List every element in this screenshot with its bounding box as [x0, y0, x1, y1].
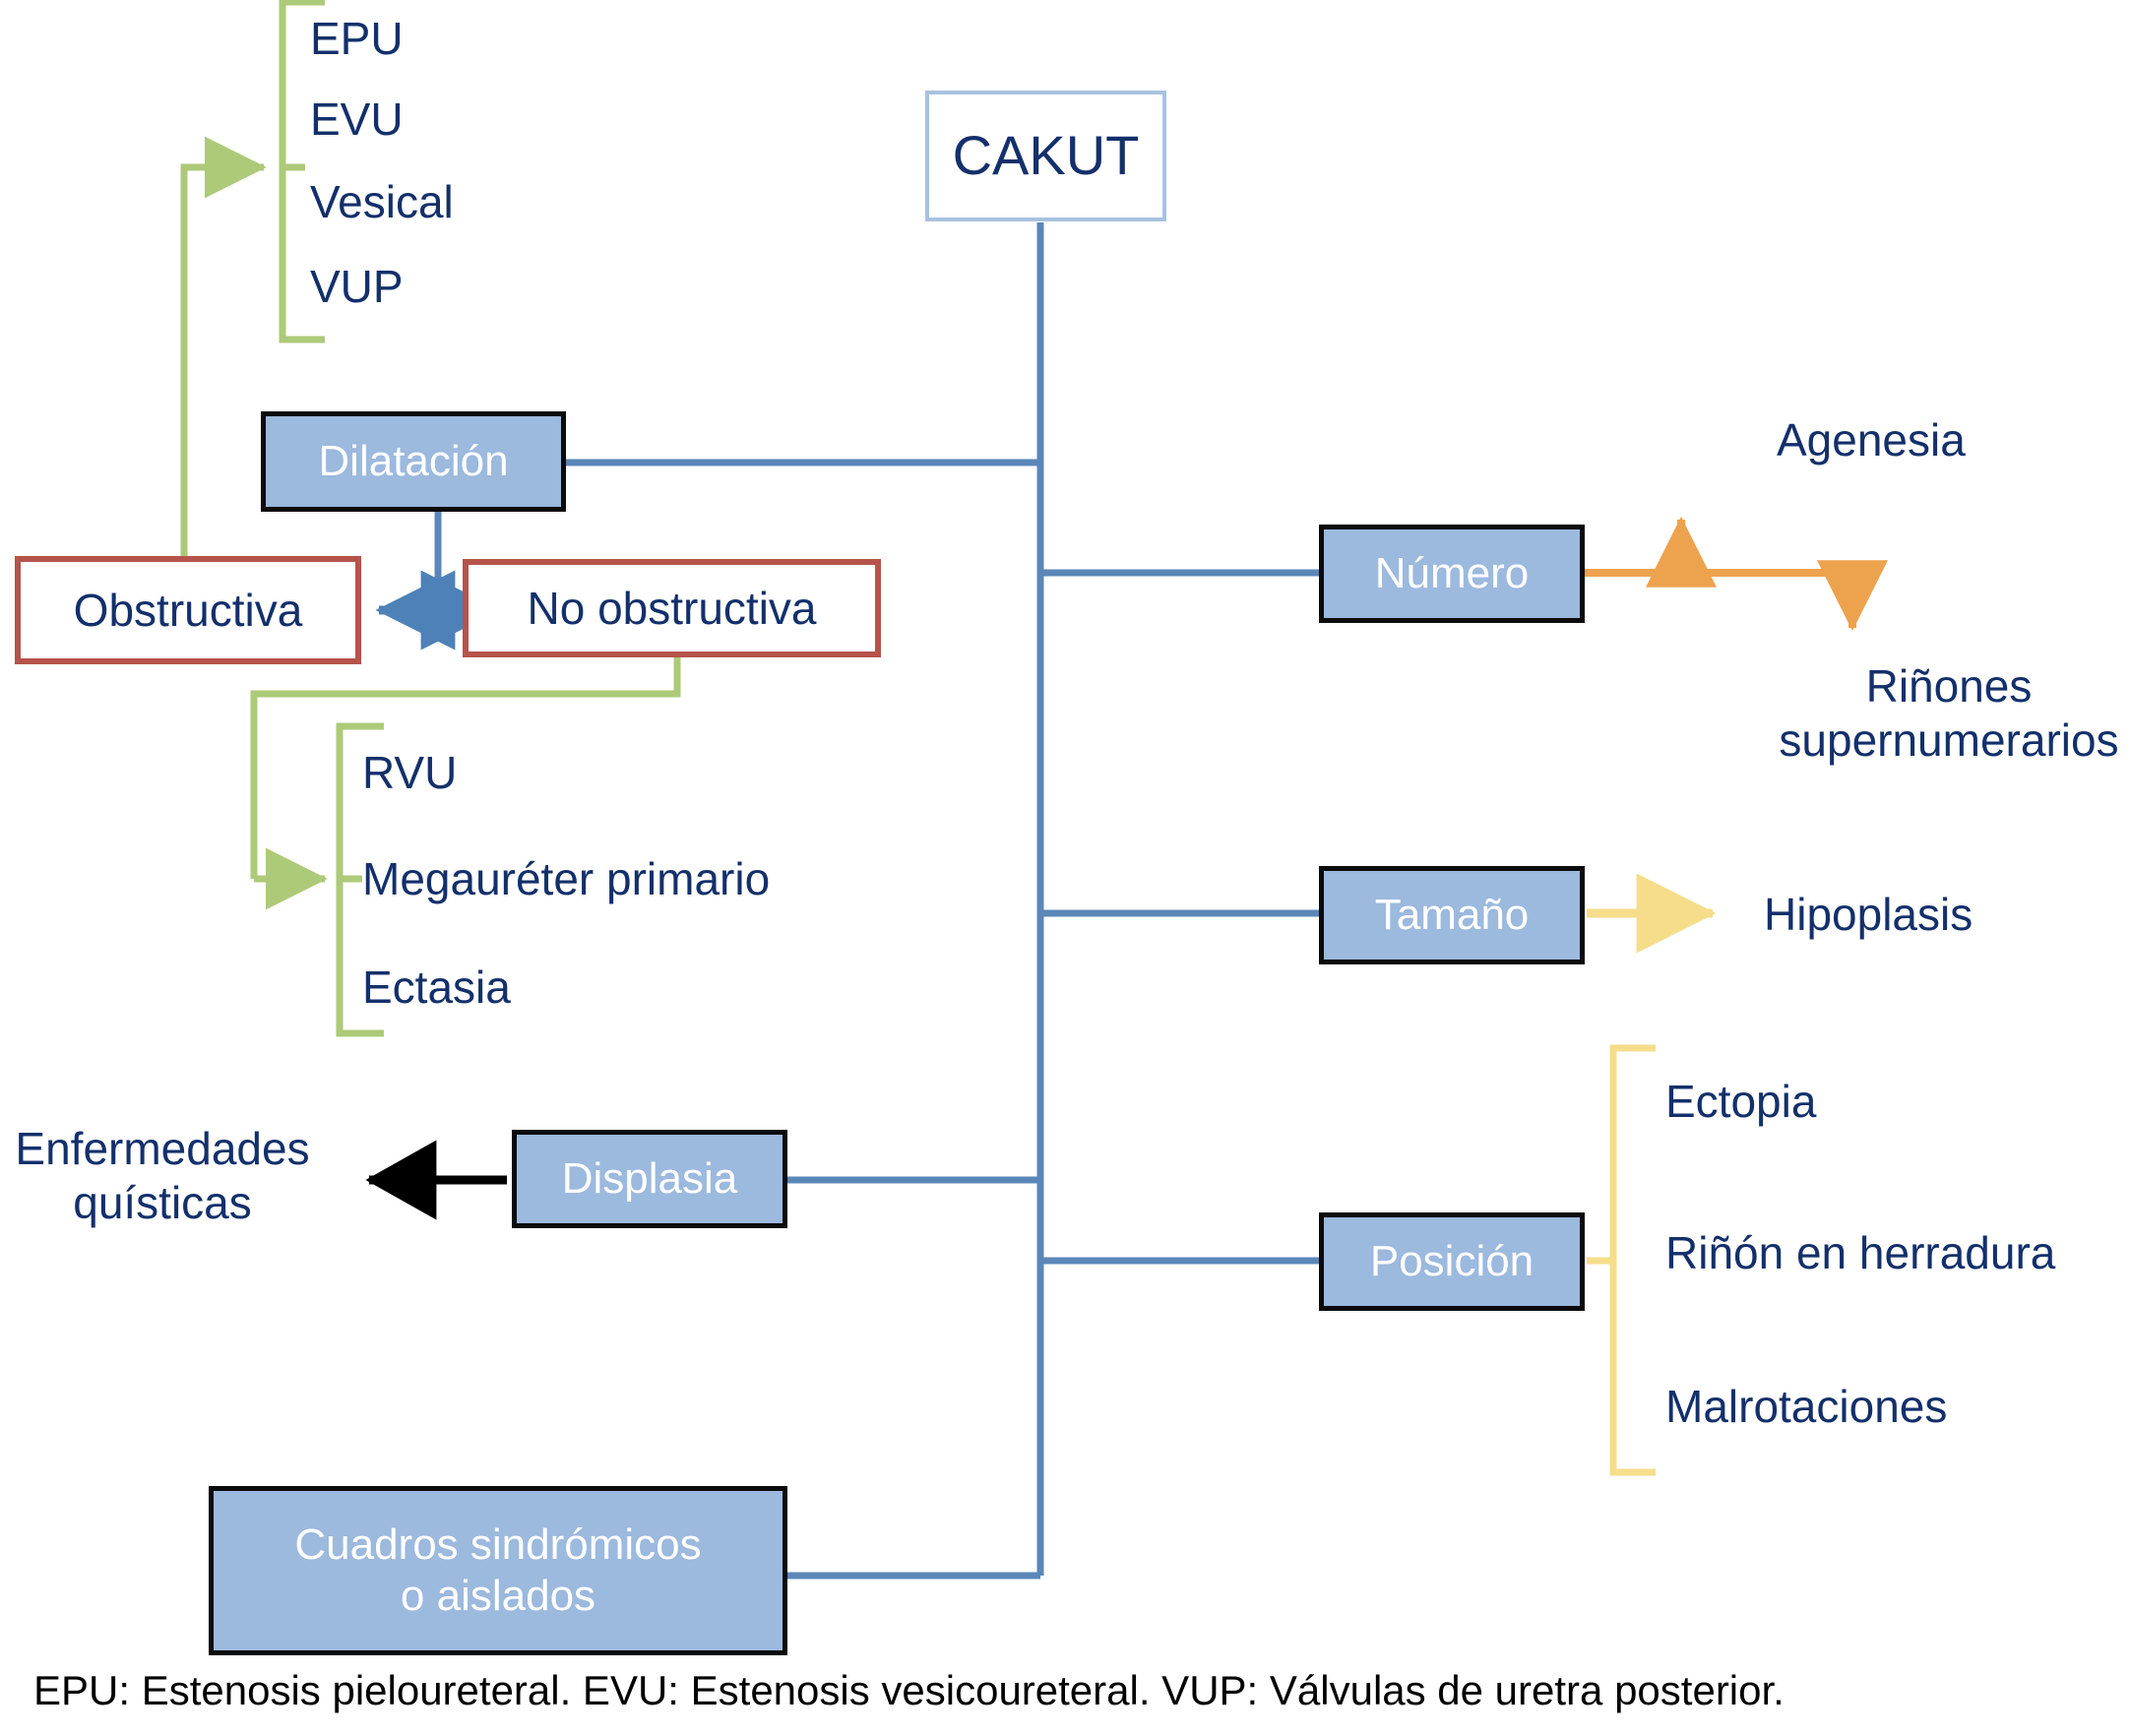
label-vesical: Vesical — [310, 176, 454, 227]
node-numero[interactable]: Número — [1319, 525, 1585, 623]
node-posicion[interactable]: Posición — [1319, 1212, 1585, 1311]
node-no-obstructiva-label: No obstructiva — [527, 582, 817, 634]
node-obstructiva[interactable]: Obstructiva — [15, 556, 361, 664]
label-vup: VUP — [310, 261, 404, 312]
label-megaureter-primario: Megauréter primario — [362, 853, 771, 904]
label-rinones-supernumerarios: Riñones supernumerarios — [1779, 660, 2119, 767]
label-rinon-en-herradura: Riñón en herradura — [1665, 1227, 2056, 1278]
green-line-obstructiva-up — [180, 136, 267, 556]
node-displasia[interactable]: Displasia — [512, 1130, 787, 1228]
green-line-no-obstructiva-down — [250, 657, 681, 879]
node-no-obstructiva[interactable]: No obstructiva — [463, 559, 881, 657]
node-cuadros-sindromicos-label: Cuadros sindrómicos o aislados — [294, 1520, 702, 1620]
node-obstructiva-label: Obstructiva — [73, 584, 303, 636]
node-tamano[interactable]: Tamaño — [1319, 866, 1585, 964]
node-posicion-label: Posición — [1369, 1237, 1535, 1286]
node-cakut[interactable]: CAKUT — [925, 91, 1166, 221]
label-ectopia: Ectopia — [1665, 1076, 1817, 1127]
yellow-brace-bracket — [1609, 1044, 1656, 1476]
node-dilatacion-label: Dilatación — [318, 437, 509, 486]
footnote-abbreviations: EPU: Estenosis pieloureteral. EVU: Esten… — [33, 1667, 1785, 1713]
label-enfermedades-quisticas: Enfermedades quísticas — [15, 1123, 310, 1229]
node-displasia-label: Displasia — [561, 1154, 738, 1204]
label-rvu: RVU — [362, 747, 458, 798]
node-numero-label: Número — [1374, 549, 1530, 598]
yellow-brace-posicion — [1587, 1044, 1656, 1476]
label-agenesia: Agenesia — [1777, 414, 1966, 465]
label-epu: EPU — [310, 13, 404, 64]
node-dilatacion[interactable]: Dilatación — [261, 411, 566, 512]
label-hipoplasis: Hipoplasis — [1764, 889, 1973, 940]
label-evu: EVU — [310, 93, 404, 145]
label-ectasia: Ectasia — [362, 961, 511, 1013]
node-cakut-label: CAKUT — [952, 124, 1140, 187]
node-tamano-label: Tamaño — [1374, 891, 1530, 940]
node-cuadros-sindromicos[interactable]: Cuadros sindrómicos o aislados — [209, 1486, 787, 1655]
label-malrotaciones: Malrotaciones — [1665, 1381, 1948, 1432]
